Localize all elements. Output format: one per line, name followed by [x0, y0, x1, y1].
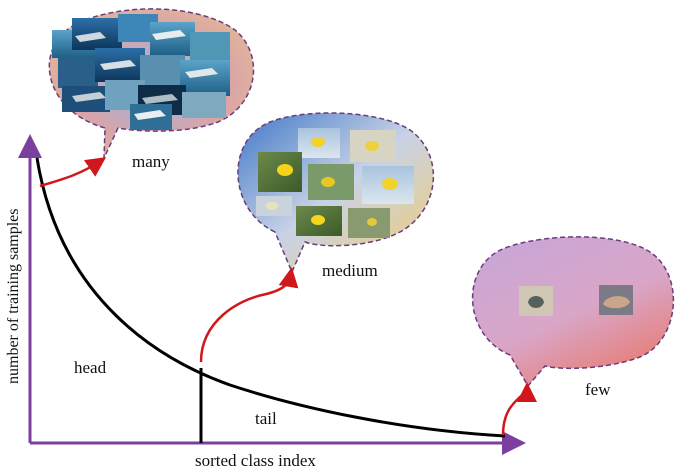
few-bubble	[471, 236, 675, 388]
y-axis-label: number of training samples	[5, 208, 22, 384]
head-label: head	[74, 358, 107, 377]
bird-photo-collage	[256, 128, 414, 238]
few-label: few	[585, 380, 611, 399]
few-arrow	[501, 382, 537, 436]
medium-bubble	[237, 112, 435, 274]
rare-animal-photos	[519, 285, 633, 316]
many-label: many	[132, 152, 170, 171]
medium-arrow	[199, 267, 299, 363]
x-axis-label: sorted class index	[195, 451, 316, 468]
medium-label: medium	[322, 261, 378, 280]
long-tail-curve	[35, 157, 506, 438]
shark-photo-collage	[52, 14, 230, 130]
axes	[18, 134, 526, 455]
many-bubble	[48, 8, 255, 159]
tail-label: tail	[255, 409, 277, 428]
many-arrow	[39, 157, 107, 188]
